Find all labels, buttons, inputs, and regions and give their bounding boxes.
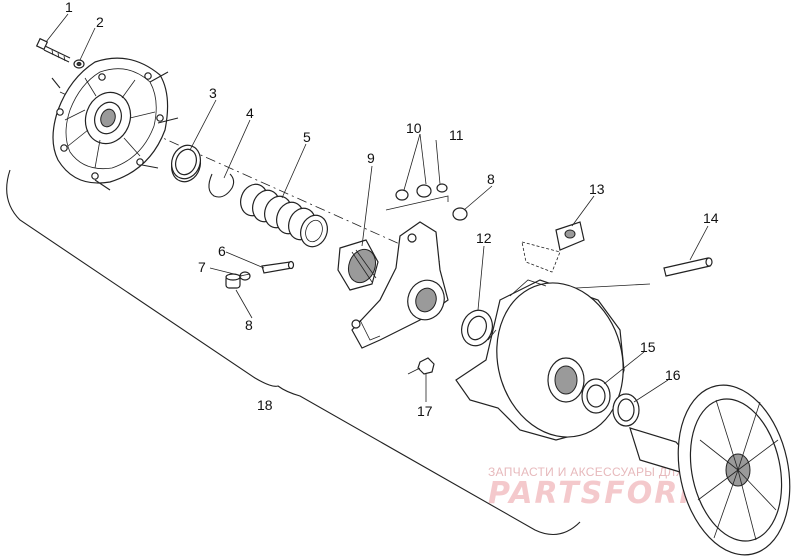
- part-snap-ring: [208, 173, 235, 198]
- part-moveable-sheave: [455, 279, 625, 441]
- part-spacer-washer: [612, 393, 640, 427]
- part-fixed-sheave: [629, 384, 791, 556]
- part-pin: [261, 260, 295, 274]
- callout-4: 4: [246, 105, 254, 121]
- part-tab-bracket: [521, 221, 585, 273]
- part-bolt: [35, 37, 71, 63]
- callout-17: 17: [417, 403, 433, 419]
- part-thrust-washer: [461, 309, 493, 347]
- assembly-bracket: [6, 169, 581, 536]
- callout-7: 7: [198, 259, 206, 275]
- callout-12: 12: [476, 230, 492, 246]
- callout-9: 9: [367, 150, 375, 166]
- part-bearing: [581, 378, 611, 414]
- callout-16: 16: [665, 367, 681, 383]
- part-spider-arm: [351, 221, 449, 349]
- part-ramp-bushing: [337, 239, 379, 291]
- callout-18: 18: [257, 397, 273, 413]
- part-spring: [240, 183, 328, 248]
- callout-8-right: 8: [487, 171, 495, 187]
- part-locknut: [407, 357, 435, 375]
- callout-1: 1: [65, 0, 73, 15]
- callout-6: 6: [218, 243, 226, 259]
- callout-2: 2: [96, 14, 104, 30]
- callout-13: 13: [589, 181, 605, 197]
- callout-15: 15: [640, 339, 656, 355]
- callout-10: 10: [406, 120, 422, 136]
- callout-3: 3: [209, 85, 217, 101]
- part-shaft-pin: [663, 257, 713, 277]
- callout-5: 5: [303, 129, 311, 145]
- callout-labels: 1 2 3 4 5 6 7 8 9 10 11 8 12 13 14 15 16…: [65, 0, 719, 419]
- part-pin-small: [452, 207, 468, 221]
- leader-lines: [45, 13, 709, 403]
- part-nut-set: [385, 183, 449, 211]
- callout-14: 14: [703, 210, 719, 226]
- part-roller: [225, 273, 241, 289]
- part-bushing: [171, 144, 201, 183]
- callout-8-left: 8: [245, 317, 253, 333]
- part-cover: [51, 57, 179, 191]
- part-washer: [73, 59, 85, 69]
- callout-11: 11: [449, 127, 464, 143]
